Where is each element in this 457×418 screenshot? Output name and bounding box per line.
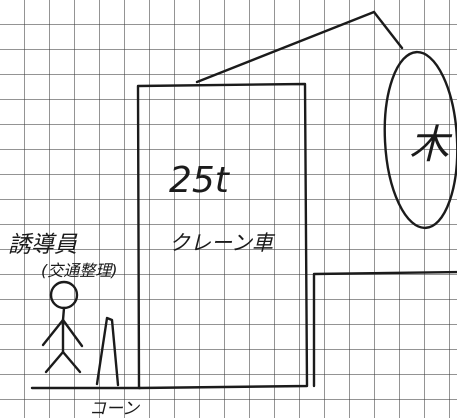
traffic-worker-figure <box>41 280 84 374</box>
worker-legs <box>44 350 82 374</box>
worker-neck <box>61 306 66 322</box>
crane-boom-tip <box>372 10 404 50</box>
crane-capacity-text: 25t <box>169 160 231 201</box>
worker-role-text: (交通整理) <box>41 261 118 280</box>
cone-label-text: コーン <box>89 399 140 418</box>
worker-arms <box>41 318 84 348</box>
building-outline <box>312 270 457 388</box>
crane-name-text: クレーン車 <box>169 231 276 255</box>
traffic-cone <box>95 316 120 387</box>
worker-label-text: 誘導員 <box>8 232 78 258</box>
tree-label-text: 木 <box>409 122 453 168</box>
worker-head <box>49 280 79 310</box>
crane-body-outline <box>136 82 309 390</box>
crane-boom <box>195 10 376 84</box>
